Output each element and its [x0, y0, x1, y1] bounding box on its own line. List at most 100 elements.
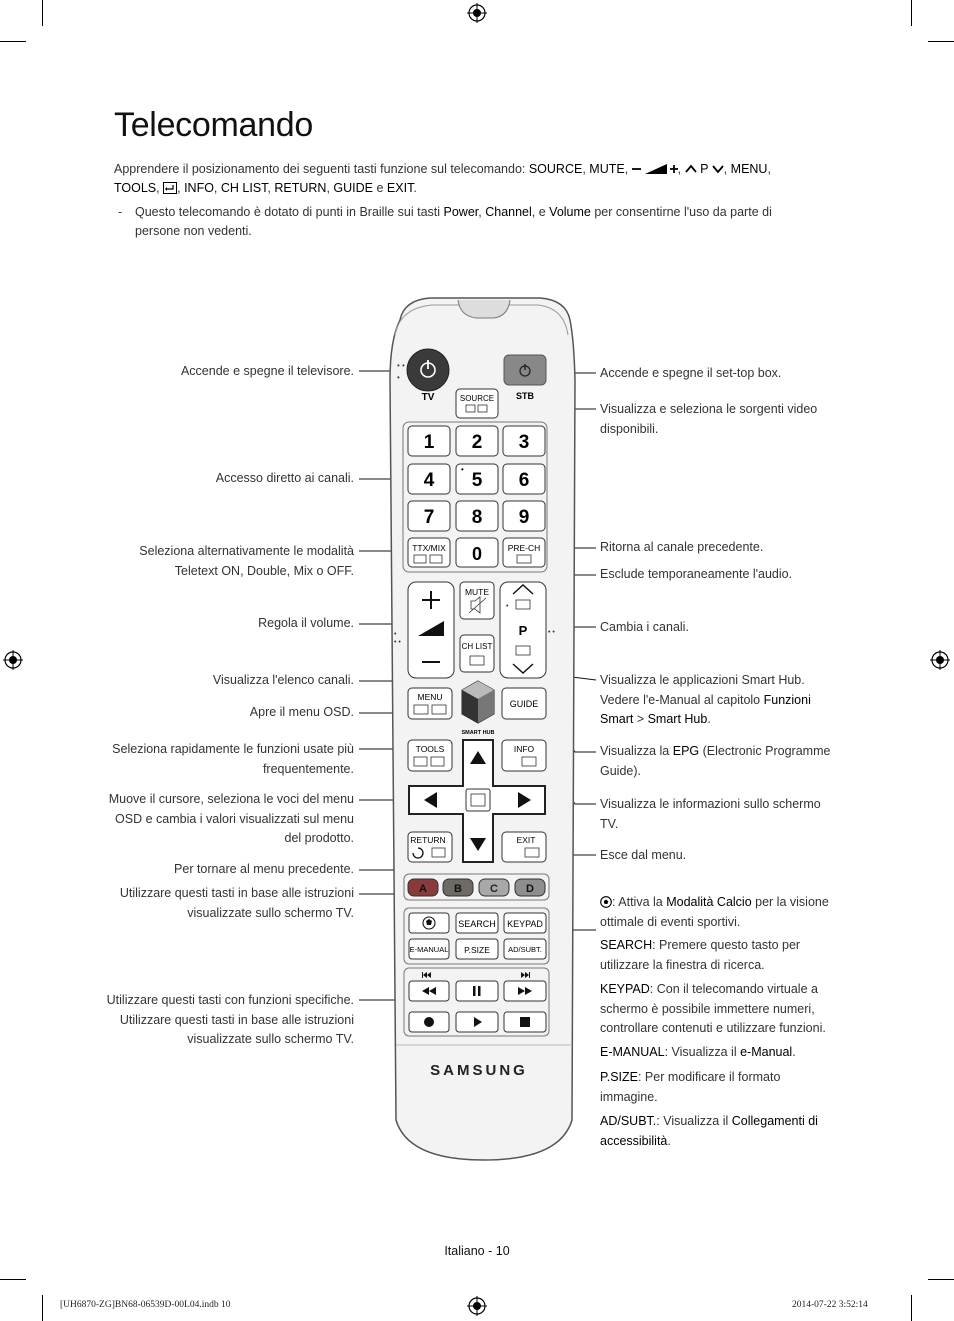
digit-2-button[interactable]: 2 — [455, 425, 499, 457]
emanual-text: E-MANUAL — [410, 945, 449, 954]
enter-icon — [163, 182, 178, 194]
tools-button[interactable]: TOOLS — [407, 739, 453, 772]
stop-button[interactable] — [503, 1011, 547, 1033]
football-button[interactable] — [408, 912, 450, 934]
digit-7-button[interactable]: 7 — [407, 500, 451, 532]
page-title: Telecomando — [114, 106, 313, 144]
ad-subt-button[interactable]: AD/SUBT. — [503, 938, 547, 960]
digit-4-button[interactable]: 4 — [407, 463, 451, 495]
p-size-button[interactable]: P.SIZE — [455, 938, 499, 960]
braille-dots: • — [397, 373, 400, 382]
source-text: SOURCE — [460, 394, 494, 403]
ttx-text: TTX/MIX — [412, 543, 446, 553]
label-channels: Accesso diretto ai canali. — [215, 471, 354, 485]
digit-3-button[interactable]: 3 — [502, 425, 546, 457]
color-c-text: C — [490, 883, 498, 895]
e-manual-button[interactable]: E-MANUAL — [408, 938, 450, 960]
color-b-button[interactable]: B — [442, 878, 474, 897]
crop-mark — [42, 0, 43, 26]
play-button[interactable] — [455, 1011, 499, 1033]
label-stb: Accende e spegne il set-top box. — [600, 366, 782, 380]
enter-button[interactable] — [465, 788, 491, 812]
braille-dots: • • — [397, 361, 405, 370]
digit-2-text: 2 — [472, 432, 483, 453]
ch-list-button[interactable]: CH LIST — [459, 634, 495, 673]
menu-button[interactable]: MENU — [407, 687, 453, 720]
digit-8-button[interactable]: 8 — [455, 500, 499, 532]
color-d-text: D — [526, 883, 534, 895]
label-return: Per tornare al menu precedente. — [174, 862, 354, 876]
braille-dots: • • — [394, 639, 401, 646]
channel-up-icon — [684, 164, 697, 173]
digit-0-text: 0 — [472, 544, 482, 564]
channel-rocker[interactable]: P — [499, 581, 547, 679]
braille-note: -Questo telecomando è dotato di punti in… — [118, 205, 772, 238]
label-emanual: E-MANUAL: Visualizza il e-Manual. — [600, 1045, 796, 1059]
color-frame — [403, 873, 550, 901]
digit-0-button[interactable]: 0 — [455, 537, 499, 568]
label-ttx: Seleziona alternativamente le modalità T… — [139, 544, 354, 578]
info-text: INFO — [514, 744, 535, 754]
braille-dots: • — [394, 631, 397, 638]
prech-text: PRE-CH — [508, 543, 541, 553]
label-adsubt: AD/SUBT.: Visualizza il Collegamenti di … — [600, 1114, 818, 1148]
page-footer: Italiano - 10 — [444, 1244, 510, 1258]
digit-5-text: 5 — [472, 470, 483, 491]
digit-1-button[interactable]: 1 — [407, 425, 451, 457]
crop-mark — [911, 0, 912, 26]
label-tools: Seleziona rapidamente le funzioni usate … — [112, 742, 354, 776]
digit-5-button[interactable]: 5 — [455, 463, 499, 495]
volume-rocker[interactable] — [407, 581, 455, 679]
keypad-button[interactable]: KEYPAD — [503, 912, 547, 934]
tv-power-button[interactable] — [406, 348, 450, 392]
crop-mark — [42, 1295, 43, 1321]
label-color: Utilizzare questi tasti in base alle ist… — [119, 886, 354, 920]
guide-button[interactable]: GUIDE — [501, 687, 547, 720]
mute-text: MUTE — [465, 587, 489, 597]
exit-button[interactable]: EXIT — [501, 831, 547, 863]
label-channel: Cambia i canali. — [600, 620, 689, 634]
source-button[interactable]: SOURCE — [455, 388, 499, 419]
volume-icon — [631, 164, 678, 174]
info-button[interactable]: INFO — [501, 739, 547, 772]
color-d-button[interactable]: D — [514, 878, 546, 897]
smart-hub-button[interactable] — [461, 680, 495, 724]
menu-text: MENU — [417, 692, 442, 702]
color-a-button[interactable]: A — [407, 878, 439, 897]
chlist-text: CH LIST — [462, 642, 493, 651]
label-tv-power: Accende e spegne il televisore. — [180, 364, 354, 378]
color-a-text: A — [419, 883, 427, 895]
search-button[interactable]: SEARCH — [455, 912, 499, 934]
navigation-pad[interactable] — [408, 739, 546, 863]
tv-label: TV — [422, 392, 435, 403]
stb-power-button[interactable] — [503, 354, 547, 386]
rewind-button[interactable] — [408, 980, 450, 1002]
label-exit: Esce dal menu. — [600, 848, 687, 862]
keypad-text: KEYPAD — [507, 919, 543, 929]
digit-9-button[interactable]: 9 — [502, 500, 546, 532]
digit-8-text: 8 — [472, 507, 483, 528]
exit-text: EXIT — [517, 835, 536, 845]
label-prech: Ritorna al canale precedente. — [600, 540, 764, 554]
label-volume: Regola il volume. — [258, 616, 354, 630]
channel-down-icon — [712, 165, 724, 174]
fast-forward-button[interactable] — [503, 980, 547, 1002]
intro-paragraph: Apprendere il posizionamento dei seguent… — [114, 162, 771, 195]
media-frame — [403, 967, 550, 1037]
ttx-mix-button[interactable]: TTX/MIX — [407, 537, 451, 568]
record-button[interactable] — [408, 1011, 450, 1033]
guide-text: GUIDE — [510, 699, 539, 709]
color-c-button[interactable]: C — [478, 878, 510, 897]
mute-button[interactable]: MUTE — [459, 581, 495, 620]
pause-button[interactable] — [455, 980, 499, 1002]
print-slug-left: [UH6870-ZG]BN68-06539D-00L04.indb 10 — [60, 1300, 231, 1310]
digit-3-text: 3 — [519, 432, 530, 453]
digit-7-text: 7 — [424, 507, 435, 528]
pre-ch-button[interactable]: PRE-CH — [502, 537, 546, 568]
digit-1-text: 1 — [424, 432, 435, 453]
digit-6-button[interactable]: 6 — [502, 463, 546, 495]
return-button[interactable]: RETURN — [407, 831, 453, 863]
label-football: : Attiva la Modalità Calcio per la visio… — [600, 895, 829, 929]
color-keys: A B C D — [407, 878, 546, 897]
